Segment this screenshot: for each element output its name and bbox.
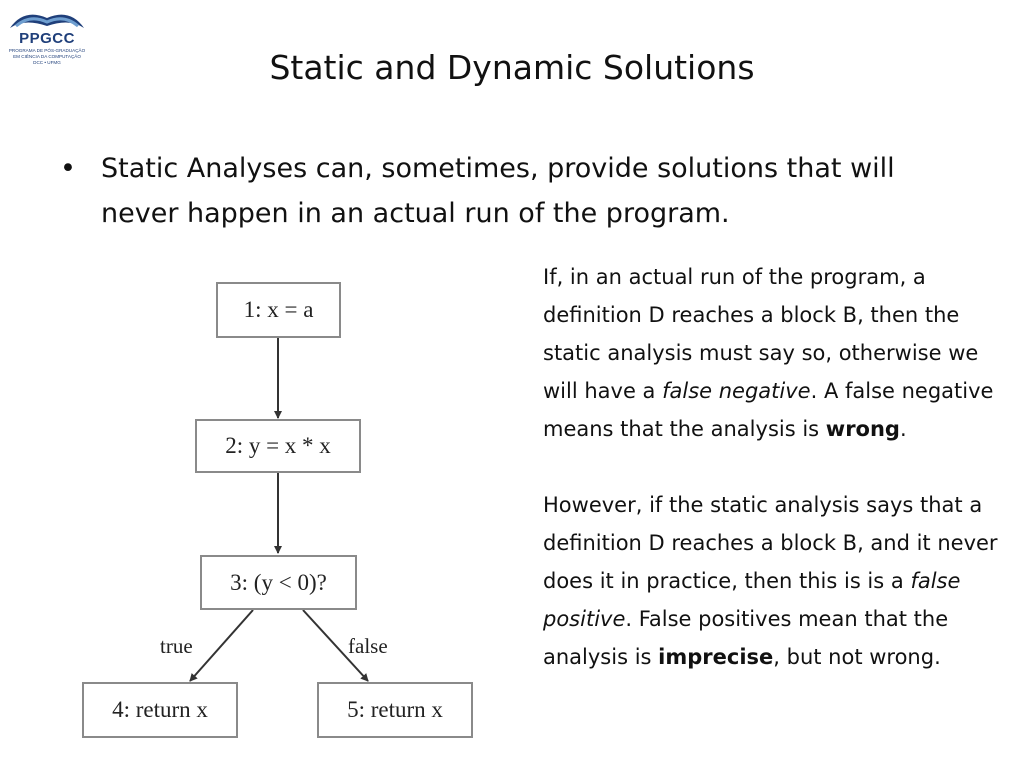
logo-subtitle-line-1: PROGRAMA DE PÓS-GRADUAÇÃO: [8, 48, 86, 53]
logo-subtitle-line-2: EM CIÊNCIA DA COMPUTAÇÃO: [13, 54, 81, 59]
edge-label-false: false: [348, 634, 388, 658]
p2-text-a: However, if the static analysis says tha…: [543, 493, 998, 593]
ppgcc-logo: PPGCC PROGRAMA DE PÓS-GRADUAÇÃO EM CIÊNC…: [4, 4, 90, 66]
p1-strong: wrong: [825, 417, 900, 441]
bullet-text: Static Analyses can, sometimes, provide …: [101, 153, 895, 229]
edge-3-5: [302, 609, 369, 682]
node-3: 3: (y < 0)?: [200, 555, 357, 610]
p2-text-c: , but not wrong.: [773, 645, 941, 669]
node-1: 1: x = a: [216, 282, 341, 338]
bullet-dot: •: [60, 153, 76, 184]
edge-label-true: true: [160, 634, 193, 658]
false-negative-paragraph: If, in an actual run of the program, a d…: [543, 258, 1013, 448]
p1-text-a: If, in an actual run of the program, a d…: [543, 265, 979, 403]
logo-name: PPGCC: [19, 30, 75, 47]
explanation-text: If, in an actual run of the program, a d…: [543, 258, 1013, 676]
p2-strong: imprecise: [658, 645, 774, 669]
p1-text-b: . A false negative means that the analys…: [543, 379, 994, 441]
edge-3-4: [189, 609, 254, 682]
p1-text-c: .: [899, 417, 907, 441]
p2-emphasis: false positive: [543, 569, 961, 631]
logo-subtitle-line-3: DCC • UFMG: [33, 60, 61, 65]
logo-emblem-icon: [10, 14, 84, 28]
node-2: 2: y = x * x: [195, 419, 361, 473]
false-positive-paragraph: However, if the static analysis says tha…: [543, 486, 1013, 676]
p2-text-b: . False positives mean that the analysis…: [543, 607, 949, 669]
p1-emphasis: false negative: [662, 379, 811, 403]
node-4: 4: return x: [82, 682, 238, 738]
node-5: 5: return x: [317, 682, 473, 738]
slide-title: Static and Dynamic Solutions: [269, 48, 755, 87]
